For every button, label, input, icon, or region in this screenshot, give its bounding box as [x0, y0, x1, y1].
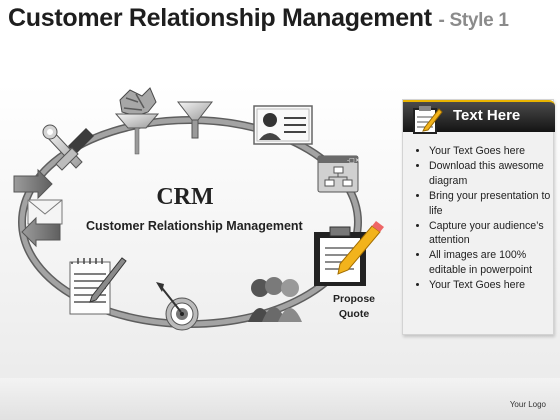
- target-dart-icon: [156, 282, 199, 331]
- tools-icon: [42, 124, 94, 171]
- people-icon: [248, 277, 302, 322]
- arrows-envelope-icon: [13, 168, 63, 248]
- text-panel: Text Here Your Text Goes here Download t…: [402, 99, 555, 335]
- center-subtitle: Customer Relationship Management: [86, 219, 303, 233]
- panel-bullet: Capture your audience’s attention: [429, 219, 555, 249]
- panel-bullet-list: Your Text Goes here Download this awesom…: [411, 144, 555, 293]
- propose-label-line2: Quote: [338, 308, 370, 320]
- svg-text:-□×: -□×: [347, 157, 360, 164]
- floor-band: [0, 378, 560, 420]
- money-icon: [114, 87, 160, 155]
- panel-bullet: Your Text Goes here: [429, 144, 555, 159]
- id-card-icon: [253, 105, 313, 145]
- panel-bullet: Bring your presentation to life: [429, 189, 555, 219]
- page-title: Customer Relationship Management - Style…: [8, 4, 509, 33]
- panel-bullet: All images are 100% editable in powerpoi…: [429, 248, 555, 278]
- center-heading: CRM: [156, 184, 214, 210]
- panel-bullet: Your Text Goes here: [429, 278, 555, 293]
- notepad-pencil-icon: [69, 257, 127, 315]
- footer-logo: Your Logo: [509, 400, 546, 409]
- window-icon: -□×: [317, 155, 360, 193]
- propose-label-line1: Propose: [332, 293, 375, 305]
- panel-bullet: Download this awesome diagram: [429, 159, 555, 189]
- funnel-icon: [176, 101, 214, 139]
- title-main: Customer Relationship Management: [8, 4, 432, 32]
- panel-title: Text Here: [453, 107, 521, 124]
- clipboard-pencil-icon: [314, 221, 384, 286]
- title-suffix: - Style 1: [438, 10, 509, 31]
- panel-header: Text Here: [403, 100, 555, 134]
- propose-quote-label: Propose Quote: [326, 292, 382, 322]
- clipboard-icon: [413, 106, 443, 134]
